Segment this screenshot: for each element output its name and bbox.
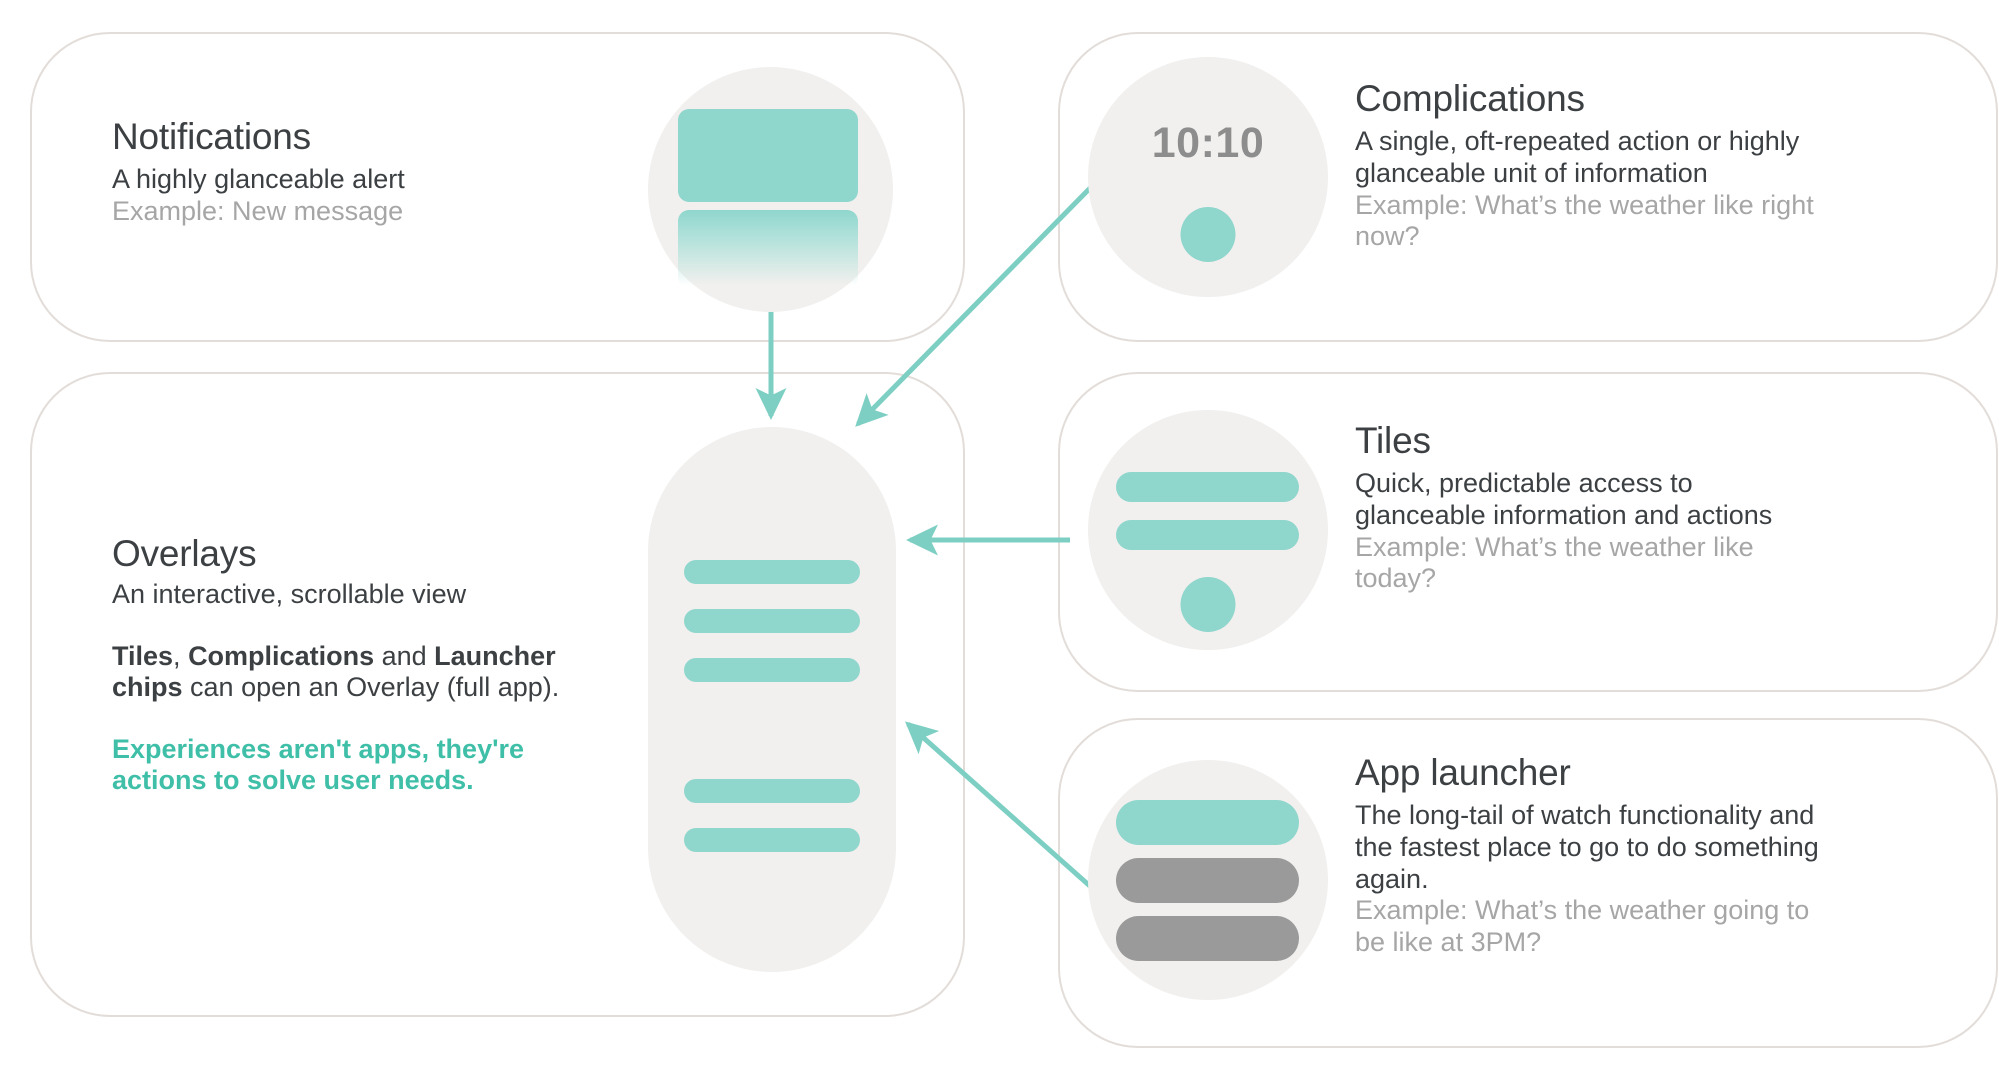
notification-card-top [678, 109, 858, 202]
complications-description-1: A single, oft-repeated action or highly [1355, 126, 1800, 157]
tile-content-bar [1116, 520, 1299, 550]
launcher-chip-inactive [1116, 858, 1299, 903]
app-launcher-illustration [1088, 760, 1328, 1000]
tiles-text-block: Tiles Quick, predictable access to glanc… [1355, 420, 1825, 595]
overlays-text-block: Overlays An interactive, scrollable view… [112, 533, 612, 797]
overlays-bold-complications: Complications [188, 640, 375, 671]
overlays-accent-line-1: Experiences aren't apps, they're [112, 733, 525, 764]
notification-card-bottom [678, 210, 858, 290]
tiles-description-1: Quick, predictable access to [1355, 468, 1693, 499]
tiles-description-2: glanceable information and actions [1355, 500, 1773, 531]
overlays-sep-1: , [173, 640, 189, 671]
watchface-complication-illustration: 10:10 [1088, 57, 1328, 297]
tile-dot [1180, 577, 1236, 632]
overlays-sep-2: and [374, 640, 435, 671]
overlays-bold-tiles: Tiles [112, 640, 174, 671]
notification-card-illustration [648, 67, 893, 312]
overlays-spacer-2 [112, 704, 612, 734]
overlay-watch-illustration [648, 427, 896, 972]
overlay-content-bar [684, 609, 860, 633]
app-launcher-description-1: The long-tail of watch functionality and [1355, 800, 1815, 831]
overlay-content-bar [684, 828, 860, 852]
notifications-text-block: Notifications A highly glanceable alert … [112, 116, 532, 228]
tiles-example-2: today? [1355, 563, 1437, 594]
overlays-bold-launcher-chips: Launcher chips [112, 640, 556, 703]
launcher-chip-inactive [1116, 916, 1299, 961]
overlays-accent-line-2: actions to solve user needs. [112, 765, 474, 796]
app-launcher-description-3: again. [1355, 863, 1429, 894]
tile-illustration [1088, 410, 1328, 650]
overlays-paragraph-tail: can open an Overlay (full app). [182, 672, 560, 703]
notifications-title: Notifications [112, 116, 311, 157]
complication-dot [1180, 207, 1236, 262]
overlay-content-bar [684, 779, 860, 803]
app-launcher-description-2: the fastest place to go to do something [1355, 832, 1819, 863]
app-launcher-example-1: Example: What’s the weather going to [1355, 895, 1810, 926]
overlays-subtitle: An interactive, scrollable view [112, 579, 467, 609]
app-launcher-example-2: be like at 3PM? [1355, 926, 1542, 957]
overlays-paragraph: Tiles, Complications and Launcher chips … [112, 641, 612, 704]
complications-title: Complications [1355, 78, 1585, 119]
overlays-spacer-1 [112, 611, 612, 641]
tile-content-bar [1116, 472, 1299, 502]
complication-time-label: 10:10 [1151, 119, 1265, 167]
complications-text-block: Complications A single, oft-repeated act… [1355, 78, 1875, 253]
complications-description-2: glanceable unit of information [1355, 158, 1708, 189]
notifications-description: A highly glanceable alert [112, 164, 405, 195]
launcher-chip-active [1116, 800, 1299, 845]
notifications-example: Example: New message [112, 196, 404, 227]
complications-example-1: Example: What’s the weather like right [1355, 189, 1814, 220]
app-launcher-title: App launcher [1355, 752, 1571, 793]
tiles-example-1: Example: What’s the weather like [1355, 531, 1754, 562]
tiles-title: Tiles [1355, 420, 1431, 461]
complications-example-2: now? [1355, 221, 1420, 252]
overlays-title: Overlays [112, 533, 257, 574]
app-launcher-text-block: App launcher The long-tail of watch func… [1355, 752, 1895, 958]
overlay-content-bar [684, 560, 860, 584]
overlay-content-bar [684, 658, 860, 682]
